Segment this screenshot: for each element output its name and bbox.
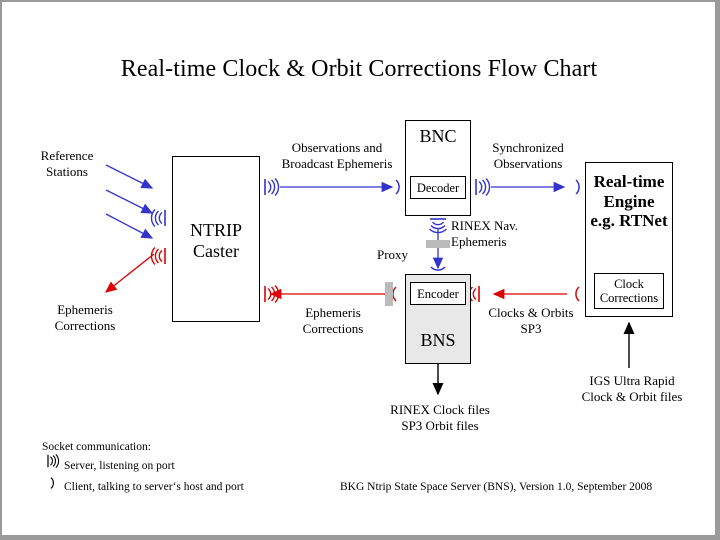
socket-server-icon-caster-out <box>264 177 280 197</box>
socket-client-icon-bns-out <box>392 286 397 302</box>
proxy-label: Proxy <box>377 247 409 262</box>
rinex-nav-ephemeris-label: RINEX Nav.Ephemeris <box>451 218 519 249</box>
socket-server-icon-caster-eph <box>150 246 166 266</box>
legend-title: Socket communication: <box>42 441 151 453</box>
bnc-box[interactable] <box>405 120 471 216</box>
clock-corrections-line1: Clock <box>614 277 644 291</box>
ntrip-caster-line1: NTRIP <box>189 220 242 240</box>
realtime-engine-line2: Engine <box>603 191 655 211</box>
ntrip-caster-line2: Caster <box>193 240 239 261</box>
ntrip-caster-label: NTRIP Caster <box>172 220 260 261</box>
socket-server-icon-caster-obs <box>150 208 166 228</box>
ntrip-caster-box[interactable] <box>172 156 260 322</box>
bnc-label: BNC <box>419 126 457 146</box>
realtime-engine-line1: Real-time <box>593 172 665 191</box>
encoder-box[interactable]: Encoder <box>410 282 466 305</box>
socket-server-icon-bnc-nav <box>428 218 448 234</box>
socket-client-icon-bns-nav <box>430 266 446 271</box>
legend-client-label: Client, talking to server‘s host and por… <box>64 481 244 493</box>
clock-corrections-box[interactable]: Clock Corrections <box>594 273 664 309</box>
socket-client-icon-rte-out <box>575 286 580 302</box>
socket-client-icon-legend <box>50 476 54 490</box>
socket-client-icon-bnc-in <box>395 179 400 195</box>
ephemeris-corrections-left-arrow <box>104 253 155 293</box>
bns-label: BNS <box>420 330 456 350</box>
socket-client-icon-rte-in <box>575 179 580 195</box>
socket-server-icon-bnc-out <box>475 177 491 197</box>
decoder-box[interactable]: Decoder <box>410 176 466 199</box>
proxy-bar-vertical <box>426 240 450 248</box>
realtime-engine-label: Real-time Engine e.g. RTNet <box>585 172 673 231</box>
clock-corrections-line2: Corrections <box>599 291 659 305</box>
legend-server-label: Server, listening on port <box>64 460 175 472</box>
footer-note: BKG Ntrip State Space Server (BNS), Vers… <box>340 481 653 493</box>
socket-server-icon-legend <box>47 453 60 469</box>
page-title: Real-time Clock & Orbit Corrections Flow… <box>120 56 598 82</box>
socket-server-icon-caster-in <box>264 284 280 304</box>
realtime-engine-line3: e.g. RTNet <box>590 211 668 231</box>
proxy-bar-horizontal <box>385 282 393 306</box>
